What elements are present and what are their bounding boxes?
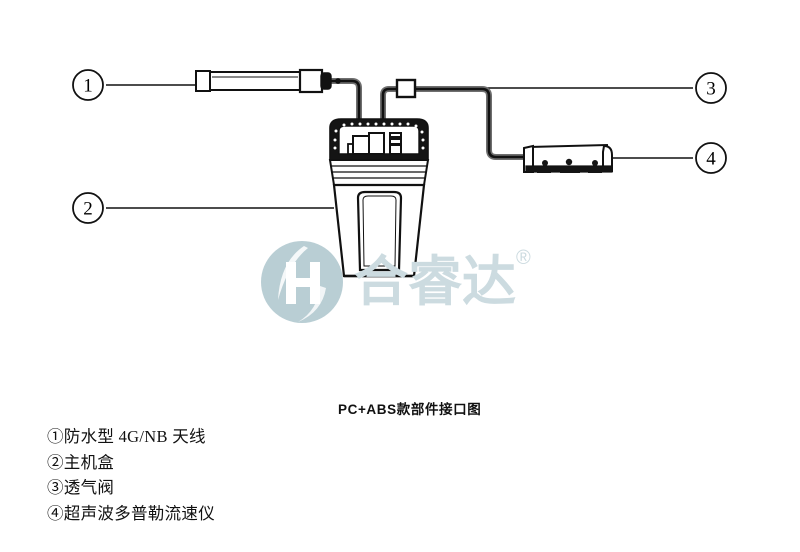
host-box-valve-port-cap [391,136,400,140]
callout-4-label: 4 [706,149,716,170]
legend-item-3: ③透气阀 [47,478,115,497]
callout-bubbles: 1 2 3 4 [72,69,727,224]
callout-1-label: 1 [83,76,93,97]
host-box-front-panel-inner [362,195,397,267]
flowmeter-hole-left [542,160,548,166]
callout-2-label: 2 [83,199,93,220]
leader-lines [106,84,693,209]
flowmeter-cable [415,86,524,160]
legend-item-4: ④超声波多普勒流速仪 [47,503,215,523]
ultrasonic-doppler-flowmeter [523,143,613,173]
main-host-box [328,118,430,278]
callout-2-circle [72,192,104,224]
vent-valve-body [395,78,417,99]
legend-list: ①防水型 4G/NB 天线 ②主机盒 ③透气阀 ④超声波多普勒流速仪 [47,424,215,526]
diagram-caption-title: PC+ABS款部件接口图 [338,402,482,417]
callout-4-circle [695,142,727,174]
host-box-valve-port-cap2 [391,143,400,146]
flowmeter-hole-right [592,160,598,166]
host-box-center-block [368,132,385,155]
antenna-tip-cap [195,70,211,92]
waterproof-antenna [195,68,341,94]
cable-harness [330,78,524,160]
callout-4: 4 [695,142,727,174]
flowmeter-hole-center [565,158,573,166]
antenna-base [298,68,324,94]
flowmeter-slot-left [537,169,551,173]
flowmeter-cable-core [415,87,524,159]
callout-3-label: 3 [706,79,716,100]
legend-item-2: ②主机盒 [47,452,115,472]
antenna-strain-relief [335,78,341,84]
callout-3-circle [695,72,727,104]
callout-1: 1 [72,69,104,101]
host-box-antenna-port [352,135,370,155]
callout-1-circle [72,69,104,101]
antenna-connector [320,72,332,90]
host-box-gasket-dots [333,122,425,150]
callout-2: 2 [72,192,104,224]
flowmeter-slot-mid [560,169,580,173]
vent-valve-cable-left-core [381,87,397,124]
flowmeter-slot-right [588,169,602,173]
antenna-rod [209,71,301,91]
antenna-cable [330,78,362,124]
callout-3: 3 [695,72,727,104]
vent-valve [395,78,417,99]
antenna-cable-core [330,79,361,124]
legend-item-1: ①防水型 4G/NB 天线 [47,427,206,446]
